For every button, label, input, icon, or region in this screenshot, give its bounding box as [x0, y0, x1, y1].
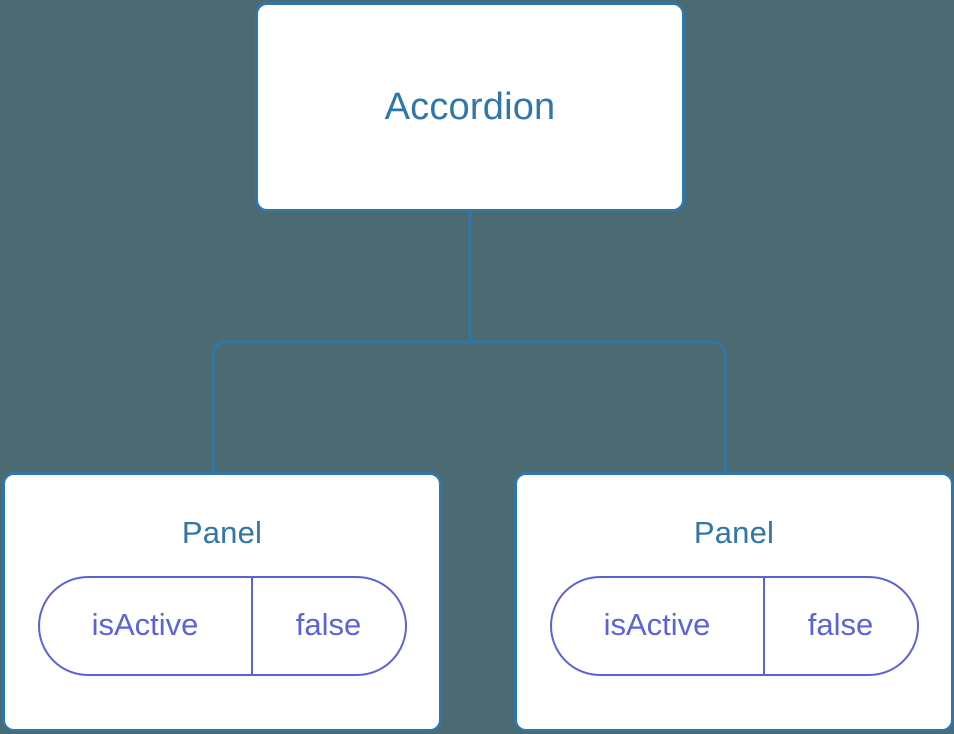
node-panel-left[interactable]: Panel isActive false: [2, 472, 442, 732]
prop-pill-left[interactable]: isActive false: [37, 576, 407, 676]
node-panel-right[interactable]: Panel isActive false: [514, 472, 954, 732]
node-accordion[interactable]: Accordion: [255, 2, 685, 212]
connector-branch-left: [211, 340, 470, 474]
prop-key-isactive-right: isActive: [552, 578, 765, 674]
prop-value-isactive-right: false: [807, 607, 874, 642]
node-panel-left-title: Panel: [181, 515, 263, 550]
prop-key-isactive-left: isActive: [40, 578, 253, 674]
node-panel-right-title: Panel: [693, 515, 775, 550]
connector-branch-right: [470, 340, 727, 474]
prop-value-isactive-left: false: [295, 607, 362, 642]
prop-pill-right[interactable]: isActive false: [549, 576, 919, 676]
node-accordion-title: Accordion: [384, 86, 556, 128]
